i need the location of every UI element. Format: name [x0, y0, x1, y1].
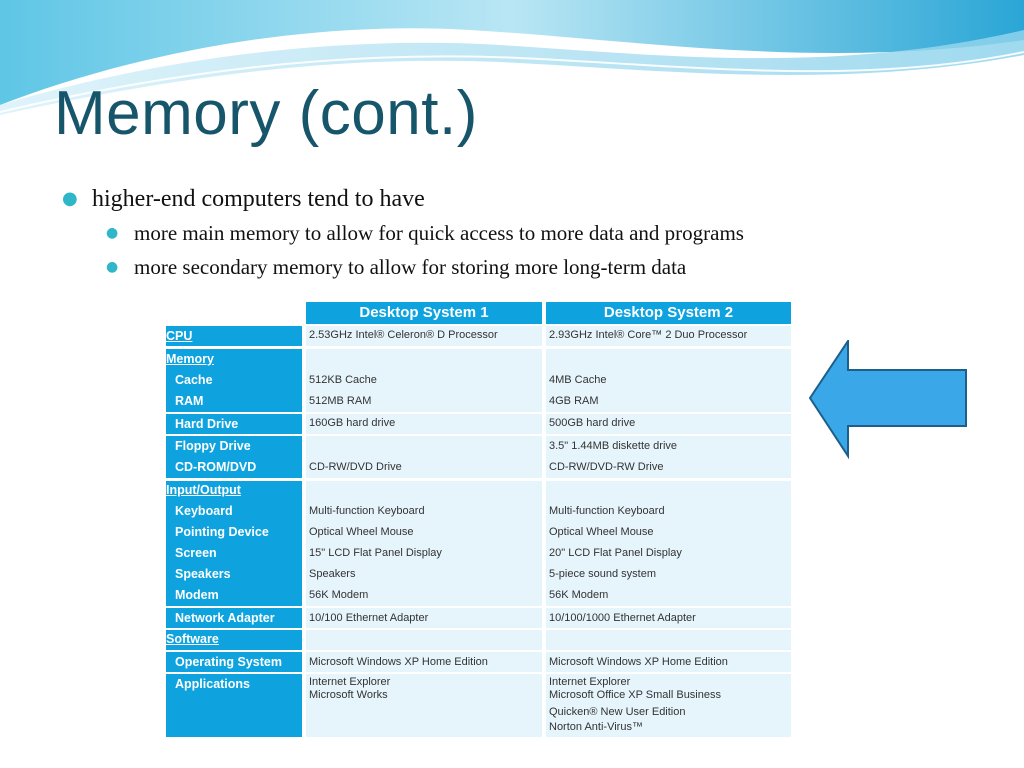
row-label-cdrom: CD-ROM/DVD [175, 460, 257, 474]
row-label-software: Software [166, 632, 219, 646]
sub-bullet-text: more secondary memory to allow for stori… [134, 255, 687, 279]
table-row-input-output: Input/Output Keyboard Pointing Device Sc… [166, 481, 791, 606]
row-label-os: Operating System [175, 655, 282, 669]
table-header-row: Desktop System 1 Desktop System 2 [166, 302, 791, 324]
bullet-item: ● higher-end computers tend to have [62, 182, 962, 216]
bullet-dot-icon: ● [106, 259, 119, 275]
cell-screen-sys1: 15" LCD Flat Panel Display [309, 547, 442, 559]
row-label-speakers: Speakers [175, 567, 231, 581]
cell-speakers-sys1: Speakers [309, 568, 356, 580]
cell-os-sys2: Microsoft Windows XP Home Edition [549, 656, 728, 668]
row-label-pointing-device: Pointing Device [175, 525, 269, 539]
cell-modem-sys2: 56K Modem [549, 589, 609, 601]
table-row-network: Network Adapter 10/100 Ethernet Adapter … [166, 608, 791, 628]
header-blank [166, 302, 302, 324]
cell-hard-drive-sys1: 160GB hard drive [309, 417, 396, 429]
bullet-dot-icon: ● [62, 188, 78, 209]
cell-ram-sys2: 4GB RAM [549, 395, 599, 407]
cell-cache-sys2: 4MB Cache [549, 374, 607, 386]
header-system-2: Desktop System 2 [546, 302, 791, 324]
cell-cdrom-sys2: CD-RW/DVD-RW Drive [549, 461, 664, 473]
cell-network-sys1: 10/100 Ethernet Adapter [309, 612, 429, 624]
cell-cpu-sys1: 2.53GHz Intel® Celeron® D Processor [309, 329, 498, 341]
bullet-text: higher-end computers tend to have [92, 186, 425, 212]
row-label-keyboard: Keyboard [175, 504, 233, 518]
table-row-applications: Applications Internet Explorer Microsoft… [166, 674, 791, 737]
cell-screen-sys2: 20" LCD Flat Panel Display [549, 547, 682, 559]
cell-network-sys2: 10/100/1000 Ethernet Adapter [549, 612, 696, 624]
cell-hard-drive-sys2: 500GB hard drive [549, 417, 636, 429]
cell-apps-sys2-line: Microsoft Office XP Small Business [549, 689, 721, 701]
cell-ram-sys1: 512MB RAM [309, 395, 372, 407]
header-wave-decoration [0, 0, 1024, 115]
sub-bullet-item: ● more secondary memory to allow for sto… [62, 250, 962, 284]
cell-os-sys1: Microsoft Windows XP Home Edition [309, 656, 488, 668]
left-arrow-icon [808, 340, 967, 460]
row-label-input-output: Input/Output [166, 483, 241, 497]
row-label-memory: Memory [166, 352, 214, 366]
row-label-ram: RAM [175, 394, 204, 408]
row-label-applications: Applications [175, 677, 251, 691]
system-comparison-table: Desktop System 1 Desktop System 2 CPU 2.… [166, 302, 791, 738]
cell-floppy-sys2: 3.5" 1.44MB diskette drive [549, 440, 678, 452]
row-label-hard-drive: Hard Drive [175, 417, 239, 431]
cell-keyboard-sys2: Multi-function Keyboard [549, 505, 665, 517]
sub-bullet-item: ● more main memory to allow for quick ac… [62, 216, 962, 250]
cell-modem-sys1: 56K Modem [309, 589, 369, 601]
bullet-dot-icon: ● [106, 225, 119, 241]
row-label-screen: Screen [175, 546, 217, 560]
row-label-modem: Modem [175, 588, 219, 602]
cell-cdrom-sys1: CD-RW/DVD Drive [309, 461, 402, 473]
cell-apps-sys1-line: Microsoft Works [309, 689, 388, 701]
table-row-hard-drive: Hard Drive 160GB hard drive 500GB hard d… [166, 414, 791, 434]
table-row-software: Software [166, 630, 791, 650]
cell-apps-sys1-line: Internet Explorer [309, 676, 391, 688]
row-label-network: Network Adapter [175, 611, 275, 625]
table-row-os: Operating System Microsoft Windows XP Ho… [166, 652, 791, 672]
table-row-drives: Floppy Drive CD-ROM/DVD CD-RW/DVD Drive … [166, 436, 791, 478]
bullet-list: ● higher-end computers tend to have ● mo… [62, 182, 962, 284]
row-label-floppy: Floppy Drive [175, 439, 251, 453]
cell-apps-sys2-line: Internet Explorer [549, 676, 631, 688]
slide-title: Memory (cont.) [54, 79, 478, 148]
row-label-cache: Cache [175, 373, 213, 387]
cell-pointing-sys2: Optical Wheel Mouse [549, 526, 654, 538]
cell-apps-sys2-line: Quicken® New User Edition [549, 706, 686, 718]
cell-keyboard-sys1: Multi-function Keyboard [309, 505, 425, 517]
header-system-1: Desktop System 1 [306, 302, 542, 324]
table-row-memory: Memory Cache RAM 512KB Cache 512MB RAM 4… [166, 349, 791, 412]
cell-cpu-sys2: 2.93GHz Intel® Core™ 2 Duo Processor [549, 329, 748, 341]
table-row-cpu: CPU 2.53GHz Intel® Celeron® D Processor … [166, 326, 791, 346]
cell-pointing-sys1: Optical Wheel Mouse [309, 526, 414, 538]
row-label-cpu: CPU [166, 329, 193, 343]
sub-bullet-text: more main memory to allow for quick acce… [134, 221, 744, 245]
cell-apps-sys2-line: Norton Anti-Virus™ [549, 721, 643, 733]
cell-cache-sys1: 512KB Cache [309, 374, 377, 386]
cell-speakers-sys2: 5-piece sound system [549, 568, 656, 580]
